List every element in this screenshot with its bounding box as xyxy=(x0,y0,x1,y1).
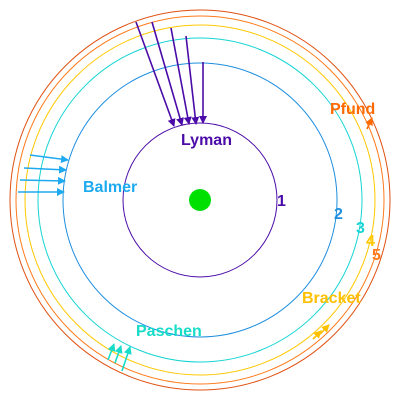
paschen-arrows xyxy=(107,343,132,372)
nucleus-icon xyxy=(189,189,211,211)
balmer-label: Balmer xyxy=(83,179,137,196)
orbit-2 xyxy=(62,62,338,338)
balmer-arrow-icon xyxy=(23,165,67,174)
lyman-arrows xyxy=(135,21,207,127)
orbit-6 xyxy=(9,9,391,391)
orbit-3 xyxy=(37,37,363,363)
lyman-arrow-icon xyxy=(151,21,184,126)
pfund-arrow-icon xyxy=(365,117,373,130)
level-4-label: 4 xyxy=(366,233,375,250)
orbit-4 xyxy=(24,24,376,376)
pfund-label: Pfund xyxy=(330,101,375,118)
paschen-label: Paschen xyxy=(136,323,202,340)
balmer-arrow-icon xyxy=(29,154,69,164)
paschen-arrow-icon xyxy=(114,345,123,364)
level-2-label: 2 xyxy=(334,206,343,223)
level-5-label: 5 xyxy=(372,247,381,264)
bracket-arrow-icon xyxy=(319,324,330,335)
lyman-arrow-icon xyxy=(170,27,192,125)
level-1-label: 1 xyxy=(277,193,286,210)
paschen-arrow-icon xyxy=(121,346,132,372)
bracket-arrow-icon xyxy=(312,330,322,340)
lyman-arrow-icon xyxy=(135,21,176,127)
bracket-label: Bracket xyxy=(302,290,361,307)
balmer-arrow-icon xyxy=(19,176,66,185)
lyman-arrow-icon xyxy=(185,35,200,125)
bracket-arrows xyxy=(312,324,330,340)
orbit-5 xyxy=(15,15,385,385)
level-3-label: 3 xyxy=(356,220,365,237)
lyman-label: Lyman xyxy=(181,132,232,149)
pfund-arrows xyxy=(365,117,373,130)
balmer-arrows xyxy=(18,154,69,196)
paschen-arrow-icon xyxy=(107,343,116,361)
